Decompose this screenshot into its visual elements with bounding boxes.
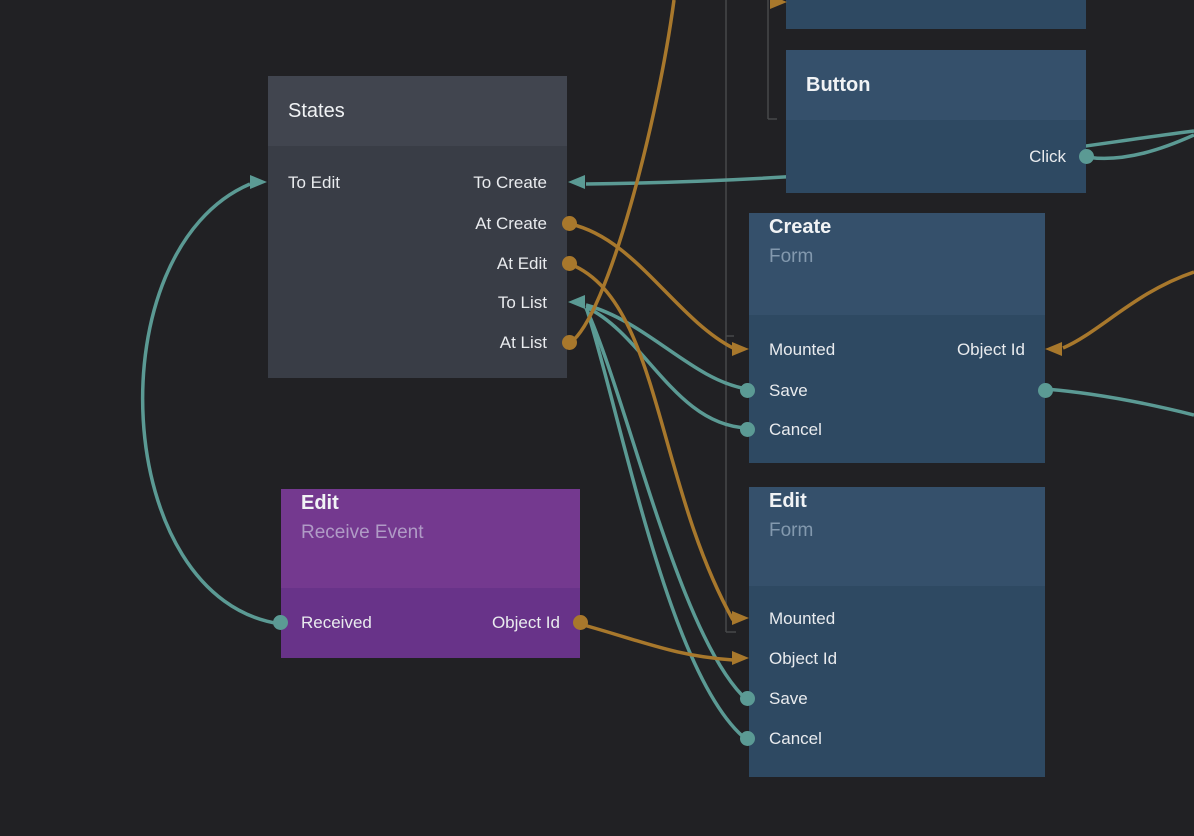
port-mounted-input-arrow-icon[interactable]: [732, 611, 749, 625]
port-object-id-output-dot[interactable]: [573, 615, 588, 630]
wire-click-offscreen[interactable]: [1085, 133, 1194, 161]
port-save[interactable]: Save: [769, 689, 808, 708]
port-cancel[interactable]: Cancel: [769, 420, 822, 439]
port-object-id-input-arrow-icon[interactable]: [732, 651, 749, 665]
port-save[interactable]: Save: [769, 381, 808, 400]
node-subtitle: Receive Event: [301, 522, 424, 543]
node-states[interactable]: States To Edit To Create At Create At Ed…: [250, 76, 585, 378]
node-title: Button: [806, 73, 871, 96]
port-to-list-input-arrow-icon[interactable]: [568, 295, 585, 309]
wire-at-edit-to-editform-mounted[interactable]: [569, 262, 735, 621]
wire-create-cancel-to-list[interactable]: [585, 305, 748, 430]
node-create-form-body: Mounted Object Id Save Cancel: [732, 315, 1062, 463]
node-title: Create: [769, 216, 832, 238]
wire-create-output-offscreen[interactable]: [1044, 387, 1194, 417]
node-edit-form-header: Edit Form: [749, 487, 1045, 586]
port-cancel-dot[interactable]: [740, 731, 755, 746]
node-title: States: [288, 99, 345, 122]
port-at-edit[interactable]: At Edit: [496, 254, 547, 273]
node-title: Edit: [301, 492, 339, 514]
port-object-id[interactable]: Object Id: [956, 340, 1025, 359]
port-at-create-output-dot[interactable]: [562, 216, 577, 231]
port-received-dot[interactable]: [273, 615, 288, 630]
node-create-form[interactable]: Create Form Mounted Object Id Save Cance…: [732, 213, 1062, 463]
port-to-list[interactable]: To List: [497, 293, 547, 312]
port-cancel[interactable]: Cancel: [769, 729, 822, 748]
port-mounted-input-arrow-icon[interactable]: [732, 342, 749, 356]
wire-offscreen-to-create-objectid[interactable]: [1062, 270, 1194, 350]
node-edit-form-body: Mounted Object Id Save Cancel: [732, 586, 1045, 777]
port-object-id[interactable]: Object Id: [491, 613, 560, 632]
frame-bracket-left: [725, 0, 736, 633]
port-cancel-dot[interactable]: [740, 422, 755, 437]
wire-objectid-to-editform-objectid[interactable]: [579, 622, 734, 662]
port-click-output-dot[interactable]: [1079, 149, 1094, 164]
node-states-header: States: [268, 76, 567, 146]
port-to-create-input-arrow-icon[interactable]: [568, 175, 585, 189]
port-mounted[interactable]: Mounted: [769, 340, 836, 359]
wire-received-to-edit[interactable]: [141, 182, 282, 626]
port-at-create[interactable]: At Create: [475, 214, 547, 233]
port-object-id-input-arrow-icon[interactable]: [1045, 342, 1062, 356]
node-title: Edit: [769, 490, 807, 512]
port-at-list[interactable]: At List: [499, 333, 547, 352]
port-at-edit-output-dot[interactable]: [562, 256, 577, 271]
port-object-id[interactable]: Object Id: [769, 649, 838, 668]
node-button-header: Button: [786, 50, 1086, 120]
port-to-edit-input-arrow-icon[interactable]: [250, 175, 267, 189]
top-partial-input-arrow-icon[interactable]: [770, 0, 787, 9]
node-create-form-header: Create Form: [749, 213, 1045, 315]
wire-editform-cancel-to-list[interactable]: [585, 309, 749, 742]
node-top-partial-body: [786, 0, 1086, 29]
node-states-body: To Edit To Create At Create At Edit To L…: [250, 146, 585, 378]
port-to-create[interactable]: To Create: [473, 173, 547, 192]
node-button[interactable]: Button Click: [786, 50, 1094, 193]
port-save-dot[interactable]: [740, 383, 755, 398]
frame-bracket-top: [767, 0, 777, 120]
node-edit-receive-body: Received Object Id: [273, 588, 588, 658]
port-save-dot[interactable]: [740, 691, 755, 706]
wire-editform-save-to-list[interactable]: [584, 307, 749, 702]
port-mounted[interactable]: Mounted: [769, 609, 836, 628]
node-top-partial[interactable]: [770, 0, 1086, 29]
port-to-edit[interactable]: To Edit: [288, 173, 340, 192]
port-at-list-output-dot[interactable]: [562, 335, 577, 350]
node-edit-receive-event[interactable]: Edit Receive Event Received Object Id: [273, 489, 588, 658]
node-button-body: Click: [786, 120, 1094, 193]
wire-create-save-to-list[interactable]: [585, 303, 748, 391]
node-edit-form[interactable]: Edit Form Mounted Object Id Save Cancel: [732, 487, 1045, 777]
node-subtitle: Form: [769, 520, 814, 541]
port-received[interactable]: Received: [301, 613, 372, 632]
node-edit-receive-header: Edit Receive Event: [281, 489, 580, 588]
unlabeled-output-dot[interactable]: [1038, 383, 1053, 398]
port-click[interactable]: Click: [1029, 147, 1066, 166]
wire-at-create-to-create-mounted[interactable]: [569, 222, 734, 350]
node-subtitle: Form: [769, 246, 814, 267]
wire-at-list-offscreen-top[interactable]: [568, 0, 676, 345]
